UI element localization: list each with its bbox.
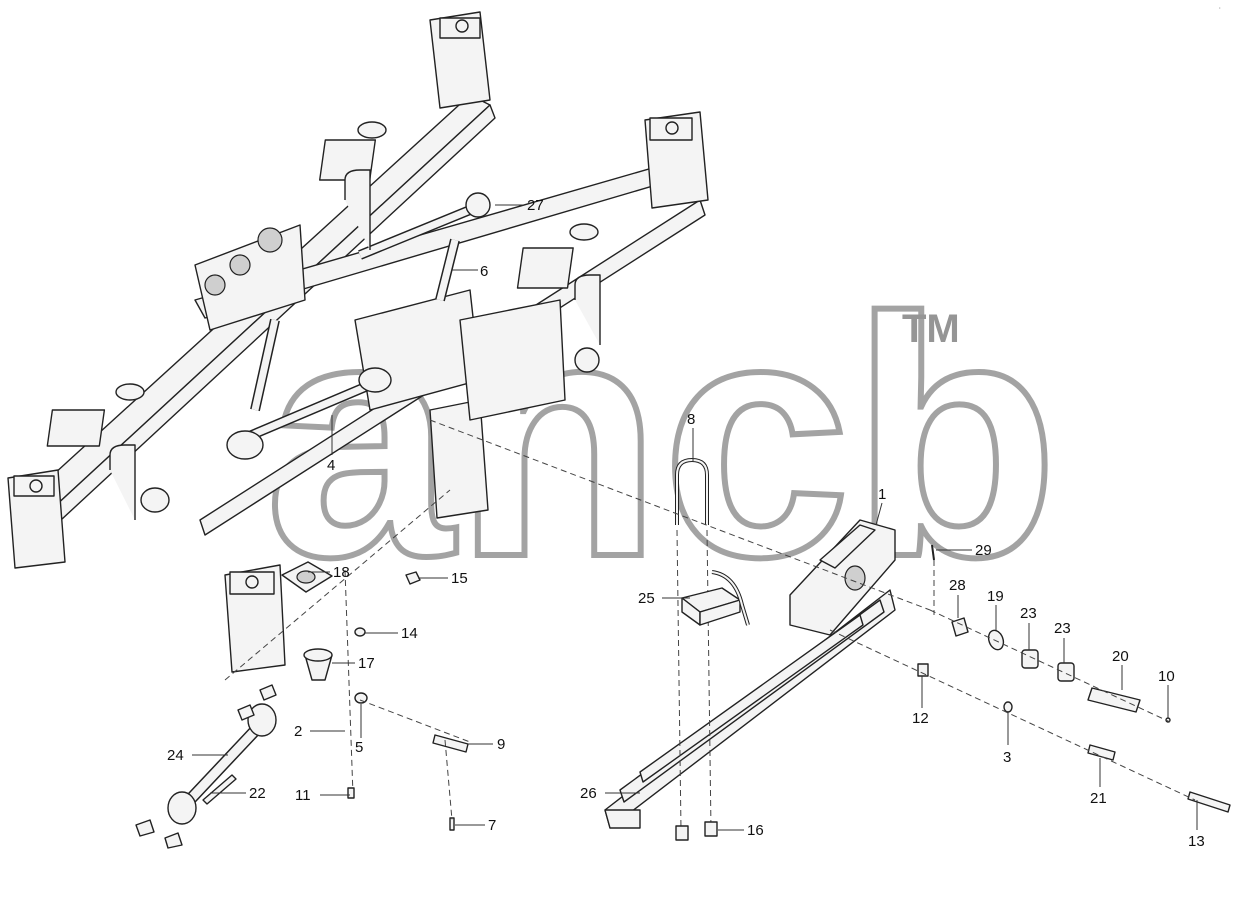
- torque-rod-upper: [358, 192, 491, 302]
- watermark: ancb TM: [262, 245, 1062, 631]
- corner-mark: ·: [1218, 5, 1222, 12]
- callout-13: 13: [1188, 833, 1205, 850]
- callout-21: 21: [1090, 790, 1107, 807]
- callout-14: 14: [401, 625, 418, 642]
- part-28-nut: [951, 617, 969, 637]
- part-19-washer: [987, 629, 1005, 651]
- center-trunnion-bracket: [194, 224, 566, 421]
- torque-rod-lower: [226, 318, 392, 460]
- callout-3: 3: [1003, 749, 1011, 766]
- callout-22: 22: [249, 785, 266, 802]
- part-11-nut: [347, 787, 355, 799]
- callout-2: 2: [294, 723, 302, 740]
- axle-seat-2: [516, 223, 599, 289]
- callout-12: 12: [912, 710, 929, 727]
- callout-18: 18: [333, 564, 350, 581]
- callout-17: 17: [358, 655, 375, 672]
- part-5-washer: [354, 692, 368, 704]
- callout-7: 7: [488, 817, 496, 834]
- part-20-spring-pin: [1087, 687, 1141, 713]
- callout-19: 19: [987, 588, 1004, 605]
- hanger-bracket-center: [224, 564, 286, 673]
- part-7-pin: [449, 817, 455, 831]
- part-3-washer: [1003, 701, 1013, 713]
- hanger-bracket-mid: [429, 399, 489, 519]
- callout-9: 9: [497, 736, 505, 753]
- callout-labels: 27 6 4 18 15 14 17 2 5 9 11 7 24 22 8 25…: [167, 197, 1205, 850]
- bushing-upper-left: [140, 487, 170, 513]
- callout-25: 25: [638, 590, 655, 607]
- part-15-nut: [405, 571, 421, 585]
- part-23-bushing-a: [1021, 649, 1039, 669]
- callout-23-b: 23: [1054, 620, 1071, 637]
- part-9-pin: [432, 734, 469, 753]
- part-14-nut: [354, 627, 366, 637]
- part-22-bolt: [202, 774, 237, 805]
- callout-28: 28: [949, 577, 966, 594]
- part-26-leaf-spring: [604, 589, 896, 829]
- bolt-axis-2: [344, 569, 354, 796]
- part-29-pin: [931, 544, 935, 561]
- part-16-nut-b: [704, 821, 718, 837]
- callout-23-a: 23: [1020, 605, 1037, 622]
- callout-15: 15: [451, 570, 468, 587]
- callout-5: 5: [355, 739, 363, 756]
- hanger-bracket-top: [429, 11, 491, 109]
- axle-seat-3: [46, 383, 145, 447]
- part-23-bushing-b: [1057, 662, 1075, 682]
- hanger-bracket-right-top: [644, 111, 709, 209]
- part-13-bolt: [1187, 791, 1231, 813]
- callout-20: 20: [1112, 648, 1129, 665]
- right-parts: [429, 419, 1231, 841]
- callout-26: 26: [580, 785, 597, 802]
- part-21-pin: [1087, 744, 1116, 761]
- callout-10: 10: [1158, 668, 1175, 685]
- part-12-nut: [917, 663, 929, 677]
- callout-4: 4: [327, 457, 335, 474]
- lower-left-parts: [135, 489, 471, 849]
- callout-16: 16: [747, 822, 764, 839]
- watermark-text: ancb: [265, 248, 1059, 628]
- part-16-nut-a: [675, 825, 689, 841]
- callout-11: 11: [295, 787, 311, 804]
- leader-lines: [192, 204, 1198, 831]
- hanger-bracket-left: [7, 469, 66, 569]
- part-1-spring-bracket: [789, 519, 896, 636]
- bushing-upper-right: [574, 347, 600, 373]
- callout-24: 24: [167, 747, 184, 764]
- upper-assembly: [7, 11, 709, 673]
- callout-27: 27: [527, 197, 544, 214]
- callout-1: 1: [878, 486, 886, 503]
- callout-29: 29: [975, 542, 992, 559]
- watermark-trademark: TM: [902, 307, 960, 351]
- part-8-u-bolt: [675, 457, 712, 831]
- part-25-saddle: [681, 570, 750, 626]
- callout-8: 8: [687, 411, 695, 428]
- callout-6: 6: [480, 263, 488, 280]
- part-24-torque-rod: [135, 684, 277, 849]
